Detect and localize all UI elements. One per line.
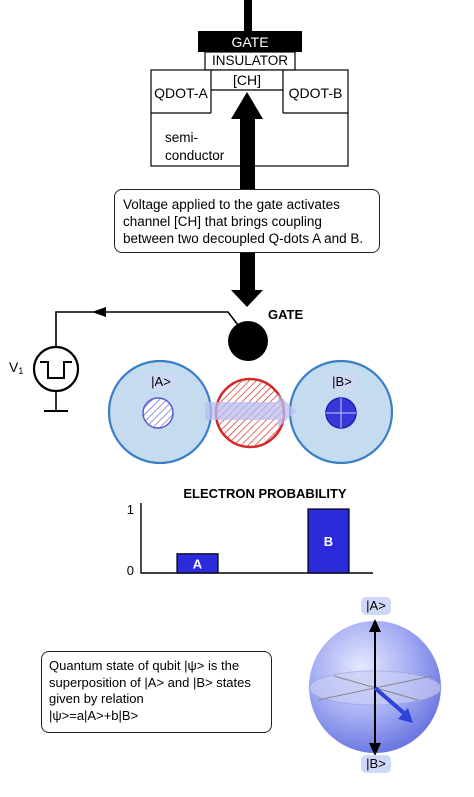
bloch-top-tag [361, 597, 391, 615]
bloch-bottom-label: |B> [366, 756, 386, 771]
voltage-source-subscript: 1 [18, 366, 24, 376]
state-vector-arrow-icon [398, 708, 413, 723]
callout-line: Voltage applied to the gate activates [123, 197, 340, 212]
downward-arrow-head [231, 290, 263, 307]
pulse-waveform-icon [40, 361, 72, 379]
gate-node-label: GATE [268, 307, 304, 322]
gate-wire [244, 0, 252, 32]
gate-explanation-callout: Voltage applied to the gate activates ch… [114, 189, 380, 253]
gate-electrode [198, 31, 302, 52]
channel-label: [CH] [233, 72, 261, 88]
upward-arrow-shaft [240, 117, 255, 189]
probability-chart: AB [140, 503, 373, 574]
tunneling-arrow-icon [205, 394, 296, 428]
bar-label-b: B [324, 534, 333, 549]
upward-arrow-head [231, 92, 263, 119]
state-a-tag [146, 373, 176, 391]
z-axis-down-arrow-icon [369, 743, 381, 756]
bloch-sphere [308, 597, 442, 773]
state-vector [373, 686, 407, 716]
note-line: given by relation [49, 691, 144, 706]
semiconductor-label-line2: conductor [165, 148, 225, 163]
gate-electrode-label: GATE [231, 34, 269, 50]
voltage-source-label: V1 [9, 360, 23, 376]
note-line: Quantum state of qubit |ψ> is the [49, 658, 240, 673]
gate-circuit [32, 307, 268, 412]
coupled-dots [107, 359, 394, 465]
downward-arrow-shaft [240, 252, 255, 292]
bloch-bottom-tag [361, 755, 391, 773]
chart-title: ELECTRON PROBABILITY [183, 486, 347, 501]
qdot-a-label: QDOT-A [154, 85, 208, 101]
state-b-label: |B> [332, 374, 352, 389]
note-line: superposition of |A> and |B> states [49, 674, 251, 690]
insulator-label: INSULATOR [211, 53, 289, 68]
voltage-source-icon [32, 345, 80, 393]
note-line: |ψ>=a|A>+b|B> [49, 707, 139, 723]
state-b-tag [327, 373, 357, 391]
current-arrow-icon [92, 307, 106, 317]
callout-line: between two decoupled Q-dots A and B. [123, 231, 364, 246]
chart-axes [140, 503, 373, 574]
gate-node [228, 321, 268, 361]
callout-line: channel [CH] that brings coupling [123, 214, 322, 229]
bar-b [307, 508, 350, 574]
gate-lead-wire [55, 311, 249, 347]
bar-a [176, 553, 219, 574]
state-a-label: |A> [151, 374, 171, 389]
qdot-b-label: QDOT-B [288, 85, 343, 101]
downward-arrow [231, 252, 263, 307]
y-tick-top: 1 [126, 502, 134, 517]
upward-arrow [231, 92, 263, 189]
z-axis-up-arrow-icon [369, 619, 381, 632]
qubit-state-note: Quantum state of qubit |ψ> is the superp… [41, 651, 272, 733]
bar-label-a: A [193, 556, 203, 571]
electron-a [142, 397, 174, 429]
voltage-source-symbol: V [9, 359, 19, 375]
semiconductor-label-line1: semi- [165, 130, 198, 145]
y-tick-bottom: 0 [126, 563, 134, 578]
bloch-top-label: |A> [366, 598, 386, 613]
